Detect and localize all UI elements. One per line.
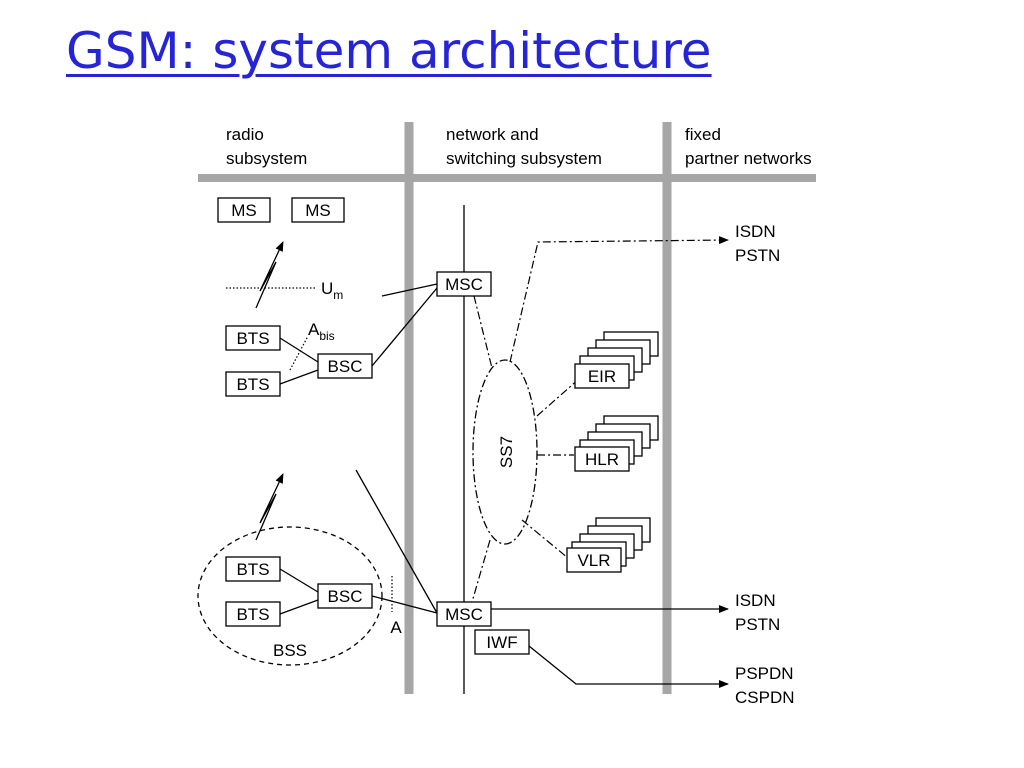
bsc-node-1: BSC (317, 353, 373, 379)
dest-pstn-bottom: PSTN (735, 615, 780, 634)
bss-label: BSS (273, 641, 307, 660)
bts-node-3: BTS (225, 556, 281, 582)
um-interface-label: Um (321, 279, 343, 302)
dest-pstn-top: PSTN (735, 246, 780, 265)
link-bts2-bsc1 (279, 369, 319, 385)
svg-text:VLR: VLR (577, 551, 610, 570)
separator-bars (198, 122, 816, 694)
svg-text:BTS: BTS (236, 375, 269, 394)
msc-node-2: MSC (436, 601, 492, 627)
dest-isdn-top: ISDN (735, 222, 776, 241)
svg-text:MSC: MSC (445, 605, 483, 624)
bsc-node-2: BSC (317, 583, 373, 609)
link-diagonal-msc2 (355, 469, 438, 614)
ss7-label: SS7 (497, 436, 516, 468)
bss-boundary (197, 526, 383, 666)
section-radio-line2: subsystem (226, 149, 307, 168)
link-bsc1-msc1 (371, 287, 438, 367)
a-interface-label: A (390, 618, 402, 637)
bts-node-4: BTS (225, 601, 281, 627)
section-fixed-line1: fixed (685, 125, 721, 144)
svg-text:EIR: EIR (588, 367, 616, 386)
iwf-node: IWF (474, 629, 530, 655)
section-network-line1: network and (446, 125, 539, 144)
dest-isdn-bottom: ISDN (735, 591, 776, 610)
dest-cspdn: CSPDN (735, 688, 795, 707)
section-fixed-line2: partner networks (685, 149, 812, 168)
link-ms-msc1 (381, 283, 438, 297)
svg-text:BTS: BTS (236, 605, 269, 624)
svg-text:BTS: BTS (236, 329, 269, 348)
bts-node-2: BTS (225, 371, 281, 397)
ms-node-2: MS (291, 197, 345, 223)
dest-pspdn: PSPDN (735, 664, 794, 683)
section-radio-line1: radio (226, 125, 264, 144)
svg-text:MSC: MSC (445, 275, 483, 294)
ms-node-2-label: MS (305, 201, 331, 220)
hlr-node: HLR (574, 415, 659, 472)
link-iwf-pspdn (528, 645, 729, 688)
radio-link-icon-top (255, 241, 284, 309)
vlr-node: VLR (566, 517, 651, 573)
svg-text:BSC: BSC (328, 587, 363, 606)
abis-interface-label: Abis (308, 320, 335, 343)
svg-text:BTS: BTS (236, 560, 269, 579)
msc-node-1: MSC (436, 271, 492, 297)
abis-interface-line (289, 335, 309, 371)
link-bsc2-msc2 (371, 595, 438, 614)
ms-node-1: MS (217, 197, 271, 223)
svg-text:IWF: IWF (486, 633, 517, 652)
link-bts1-bsc1 (279, 337, 319, 363)
link-bts4-bsc2 (279, 599, 319, 615)
radio-link-icon-bottom (255, 473, 284, 541)
ms-node-1-label: MS (231, 201, 257, 220)
svg-text:BSC: BSC (328, 357, 363, 376)
link-bts3-bsc2 (279, 568, 319, 593)
signaling-links (471, 236, 729, 603)
section-network-line2: switching subsystem (446, 149, 602, 168)
signaling-to-isdn-top (509, 236, 729, 363)
slide-title: GSM: system architecture (66, 22, 712, 80)
svg-text:HLR: HLR (585, 450, 619, 469)
bts-node-1: BTS (225, 325, 281, 351)
ss7-network (472, 359, 538, 545)
eir-node: EIR (574, 331, 659, 389)
